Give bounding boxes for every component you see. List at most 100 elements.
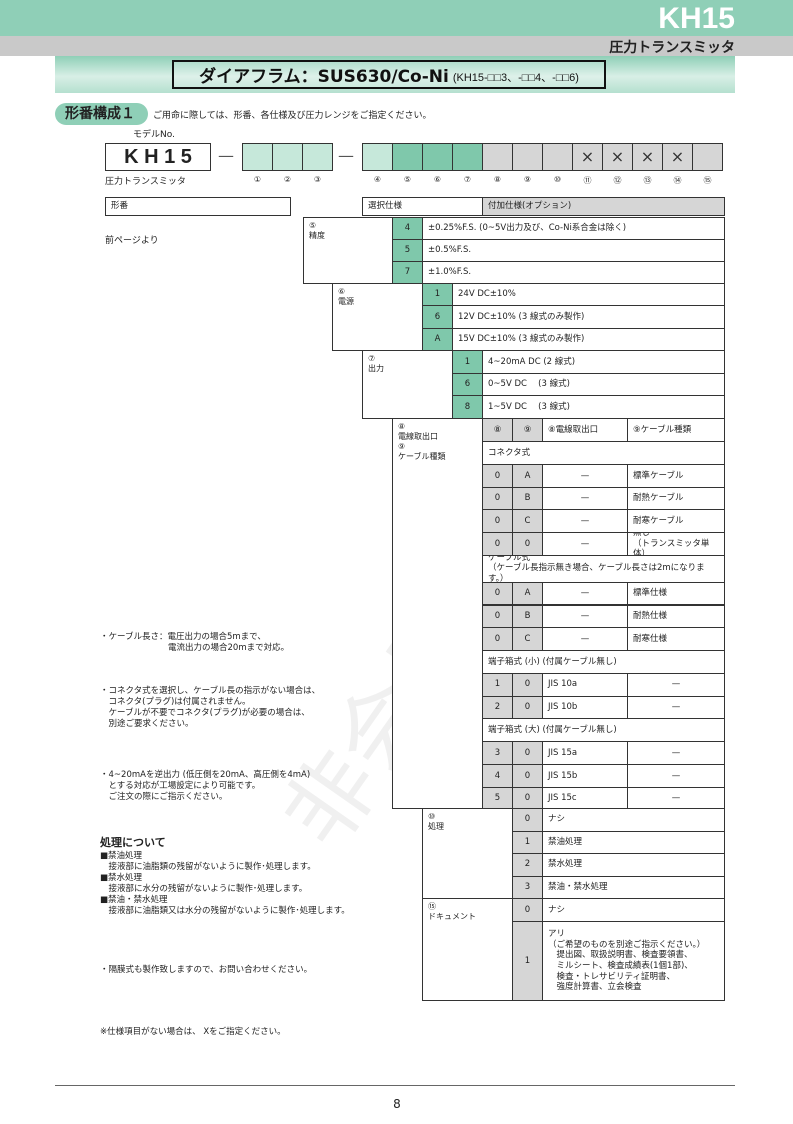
section-badge: 形番構成１ — [55, 103, 148, 125]
treatment-heading: 処理について — [100, 836, 166, 849]
model-slot-3 — [302, 143, 333, 171]
header-option-spec: 付加仕様(オプション) — [482, 197, 725, 216]
wiring-outlet: — — [542, 581, 628, 606]
wiring-cable-type: — — [627, 741, 725, 765]
accuracy-code: 7 — [392, 261, 423, 284]
wiring-outlet: — — [542, 532, 628, 556]
wiring-outlet: — — [542, 604, 628, 629]
model-slot-6 — [422, 143, 453, 171]
wiring-code-8: 0 — [482, 486, 513, 511]
wiring-label: ⑧ 電線取出口 ⑨ ケーブル種類 — [392, 418, 483, 809]
wiring-code-9: 0 — [512, 695, 543, 720]
model-slot-number: ③ — [313, 175, 322, 184]
wiring-code-8: 2 — [482, 695, 513, 720]
treatment-code: 0 — [512, 808, 543, 832]
treatment-option: 禁油・禁水処理 — [542, 875, 725, 899]
output-option: 0~5V DC (3 線式) — [482, 372, 725, 397]
accuracy-option: ±0.25%F.S. (0~5V出力及び、Co-Ni系合金は除く) — [422, 217, 725, 240]
wiring-code-9: 0 — [512, 764, 543, 788]
accuracy-code: 5 — [392, 239, 423, 262]
output-code: 1 — [452, 350, 483, 374]
accuracy-label: ⑤ 精度 — [303, 217, 393, 284]
wiring-cable-type: 耐寒仕様 — [627, 627, 725, 651]
wiring-cable-type: 耐熱ケーブル — [627, 486, 725, 511]
document-code: 0 — [512, 898, 543, 922]
model-code-box: K H 1 5 — [105, 143, 211, 171]
from-previous-page: 前ページより — [105, 236, 159, 246]
treatment-option: ナシ — [542, 808, 725, 832]
treatment-option: 禁水処理 — [542, 853, 725, 877]
wiring-outlet: JIS 15c — [542, 786, 628, 811]
model-slot-number: ⑨ — [523, 175, 532, 184]
accuracy-code: 4 — [392, 217, 423, 240]
model-slot-number: ⑬ — [643, 176, 652, 185]
wiring-cable-type: 標準仕様 — [627, 581, 725, 606]
model-slot-number: ⑪ — [583, 176, 592, 185]
wiring-outlet: JIS 10a — [542, 672, 628, 697]
treatment-notes: ■禁油処理 接液部に油脂類の残留がないように製作･処理します。 ■禁水処理 接液… — [100, 851, 350, 917]
treatment-code: 3 — [512, 875, 543, 899]
wiring-code-8: 4 — [482, 764, 513, 788]
treatment-option: 禁油処理 — [542, 830, 725, 854]
model-slot-number: ⑮ — [703, 176, 712, 185]
treatment-code: 1 — [512, 830, 543, 854]
title-banner — [55, 56, 735, 93]
wiring-code-8: 0 — [482, 627, 513, 651]
model-slot-number: ④ — [373, 175, 382, 184]
model-slot-number: ⑥ — [433, 175, 442, 184]
accuracy-option: ±1.0%F.S. — [422, 261, 725, 284]
model-slot-13: × — [632, 143, 663, 171]
power-code: 6 — [422, 305, 453, 329]
model-slot-number: ⑦ — [463, 175, 472, 184]
wiring-code-9: B — [512, 604, 543, 629]
wiring-outlet: — — [542, 627, 628, 651]
output-option: 4~20mA DC (2 線式) — [482, 350, 725, 374]
output-option: 1~5V DC (3 線式) — [482, 395, 725, 420]
wiring-group-title: ケーブル式 （ケーブル長指示無き場合、ケーブル長さは2mになります。） — [482, 554, 725, 583]
model-slot-number: ⑩ — [553, 175, 562, 184]
wiring-code-8: 5 — [482, 786, 513, 811]
accuracy-option: ±0.5%F.S. — [422, 239, 725, 262]
wiring-cable-type: 耐寒ケーブル — [627, 509, 725, 534]
note-cable-length: ・ケーブル長さ：電圧出力の場合5mまで、 電流出力の場合20mまで対応。 — [100, 632, 290, 654]
wiring-code-9: 0 — [512, 786, 543, 811]
page-number: 8 — [393, 1097, 401, 1111]
model-no-label: モデルNo. — [133, 130, 175, 140]
wiring-outlet: — — [542, 464, 628, 488]
treatment-code: 2 — [512, 853, 543, 877]
note-diaphragm: ・隔膜式も製作致しますので、お問い合わせください。 — [100, 965, 313, 975]
wiring-code-8: 0 — [482, 509, 513, 534]
wiring-cable-type: — — [627, 786, 725, 811]
wiring-outlet: JIS 10b — [542, 695, 628, 720]
header-selection-spec: 選択仕様 — [362, 197, 483, 216]
wiring-header-cable: ⑨ケーブル種類 — [627, 418, 725, 442]
wiring-cable-type: — — [627, 695, 725, 720]
wiring-code-8: 0 — [482, 581, 513, 606]
wiring-header-9: ⑨ — [512, 418, 543, 442]
model-slot-number: ⑧ — [493, 175, 502, 184]
wiring-code-9: A — [512, 464, 543, 488]
note-connector: ・コネクタ式を選択し、ケーブル長の指示がない場合は、 コネクタ(プラグ)は付属さ… — [100, 686, 321, 730]
model-slot-number: ⑫ — [613, 176, 622, 185]
wiring-header-outlet: ⑧電線取出口 — [542, 418, 628, 442]
note-reverse-output: ・4~20mAを逆出力 (低圧側を20mA、高圧側を4mA) とする対応が工場設… — [100, 770, 311, 803]
wiring-cable-type: 標準ケーブル — [627, 464, 725, 488]
wiring-cable-type: — — [627, 764, 725, 788]
wiring-group-title: 端子箱式 (小) (付属ケーブル無し) — [482, 649, 725, 674]
wiring-outlet: — — [542, 486, 628, 511]
model-slot-number: ⑭ — [673, 176, 682, 185]
wiring-code-9: 0 — [512, 672, 543, 697]
power-code: 1 — [422, 283, 453, 307]
title-models: (KH15-□□3、-□□4、-□□6) — [452, 71, 579, 84]
model-slot-11: × — [572, 143, 603, 171]
wiring-outlet: JIS 15a — [542, 741, 628, 765]
wiring-cable-type: 無し （トランスミッタ単体） — [627, 532, 725, 556]
document-option: アリ （ご希望のものを別途ご指示ください。） 提出図、取扱説明書、検査要領書、 … — [542, 921, 725, 1001]
model-caption: 圧力トランスミッタ — [105, 177, 186, 187]
header-band — [0, 0, 793, 36]
wiring-outlet: JIS 15b — [542, 764, 628, 788]
wiring-code-9: C — [512, 509, 543, 534]
model-slot-14: × — [662, 143, 693, 171]
model-slot-4 — [362, 143, 393, 171]
output-code: 8 — [452, 395, 483, 420]
